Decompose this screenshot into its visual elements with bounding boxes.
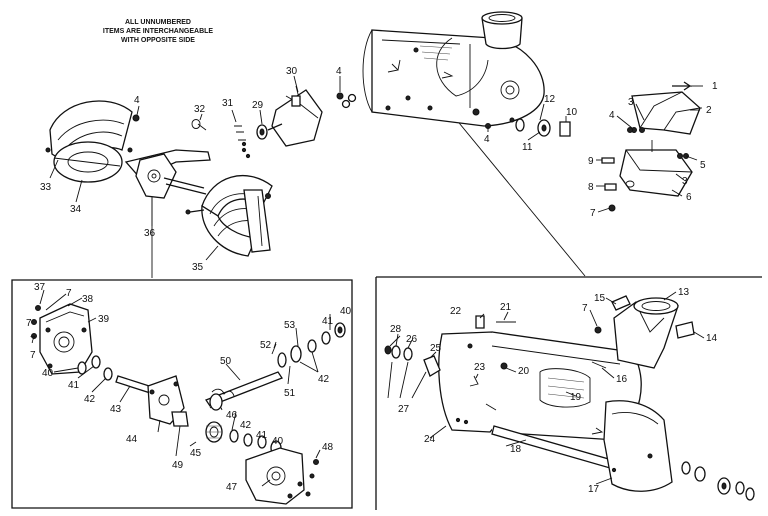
callout-19: 19 bbox=[570, 392, 582, 403]
callout-3: 3 bbox=[682, 176, 688, 187]
callout-42: 42 bbox=[240, 420, 252, 431]
callout-52: 52 bbox=[260, 340, 272, 351]
callout-18: 18 bbox=[510, 444, 522, 455]
callout-35: 35 bbox=[192, 262, 204, 273]
gear-assembly-inset bbox=[31, 303, 346, 505]
auger-housing bbox=[362, 11, 545, 127]
callout-21: 21 bbox=[500, 302, 512, 313]
impeller-assembly bbox=[191, 85, 323, 159]
callout-7: 7 bbox=[590, 208, 596, 219]
callout-42: 42 bbox=[318, 374, 330, 385]
callout-48: 48 bbox=[322, 442, 334, 453]
bearing-stack bbox=[515, 118, 571, 137]
note-line-2: ITEMS ARE INTERCHANGEABLE bbox=[103, 28, 214, 35]
housing-fastener-icon bbox=[387, 59, 401, 73]
callout-labels: 1 2 3 3 4 4 4 4 5 6 7 7 7 7 7 7 8 9 10 1… bbox=[26, 66, 718, 495]
leader-lines bbox=[39, 75, 705, 487]
callout-51: 51 bbox=[284, 388, 296, 399]
callout-43: 43 bbox=[110, 404, 122, 415]
callout-15: 15 bbox=[594, 293, 606, 304]
callout-40: 40 bbox=[42, 368, 54, 379]
callout-4: 4 bbox=[336, 66, 342, 77]
note-line-3: WITH OPPOSITE SIDE bbox=[121, 37, 195, 44]
callout-40: 40 bbox=[340, 306, 352, 317]
callout-4: 4 bbox=[134, 95, 140, 106]
chute-deflector-lower bbox=[601, 127, 693, 212]
chute-deflector-upper bbox=[631, 81, 701, 135]
callout-53: 53 bbox=[284, 320, 296, 331]
callout-12: 12 bbox=[544, 94, 556, 105]
callout-17: 17 bbox=[588, 484, 600, 495]
housing-assembly-inset bbox=[384, 295, 755, 501]
callout-37: 37 bbox=[34, 282, 46, 293]
callout-40: 40 bbox=[272, 436, 284, 447]
auger-blade bbox=[185, 175, 273, 257]
callout-29: 29 bbox=[252, 100, 264, 111]
callout-7: 7 bbox=[26, 318, 32, 329]
callout-38: 38 bbox=[82, 294, 94, 305]
note-line-1: ALL UNNUMBERED bbox=[125, 19, 191, 26]
callout-26: 26 bbox=[406, 334, 418, 345]
callout-27: 27 bbox=[398, 404, 410, 415]
callout-42: 42 bbox=[84, 394, 96, 405]
interchangeable-note: ALL UNNUMBERED ITEMS ARE INTERCHANGEABLE… bbox=[103, 19, 214, 44]
callout-1: 1 bbox=[712, 81, 718, 92]
gear-case-shaft bbox=[124, 149, 211, 199]
callout-7: 7 bbox=[582, 303, 588, 314]
callout-9: 9 bbox=[588, 156, 594, 167]
callout-44: 44 bbox=[126, 434, 138, 445]
callout-28: 28 bbox=[390, 324, 402, 335]
callout-41: 41 bbox=[322, 316, 334, 327]
callout-32: 32 bbox=[194, 104, 206, 115]
callout-34: 34 bbox=[70, 204, 82, 215]
callout-41: 41 bbox=[256, 430, 268, 441]
callout-23: 23 bbox=[474, 362, 486, 373]
auger-shield-left bbox=[45, 100, 133, 183]
callout-45: 45 bbox=[190, 448, 202, 459]
inset-frames bbox=[11, 276, 762, 510]
housing-bracket-icon bbox=[591, 427, 604, 435]
callout-33: 33 bbox=[40, 182, 52, 193]
arrow-icon bbox=[672, 81, 693, 91]
callout-49: 49 bbox=[172, 460, 184, 471]
callout-30: 30 bbox=[286, 66, 298, 77]
gear-assembly-frame bbox=[11, 279, 353, 509]
housing-assembly-frame bbox=[375, 276, 762, 510]
callout-6: 6 bbox=[686, 192, 692, 203]
callout-36: 36 bbox=[144, 228, 156, 239]
callout-4: 4 bbox=[484, 134, 490, 145]
callout-20: 20 bbox=[518, 366, 530, 377]
callout-16: 16 bbox=[616, 374, 628, 385]
callout-7: 7 bbox=[66, 288, 72, 299]
callout-50: 50 bbox=[220, 356, 232, 367]
callout-8: 8 bbox=[588, 182, 594, 193]
callout-14: 14 bbox=[706, 333, 718, 344]
callout-47: 47 bbox=[226, 482, 238, 493]
callout-31: 31 bbox=[222, 98, 234, 109]
callout-39: 39 bbox=[98, 314, 110, 325]
callout-41: 41 bbox=[68, 380, 80, 391]
callout-22: 22 bbox=[450, 306, 462, 317]
callout-13: 13 bbox=[678, 287, 690, 298]
callout-4: 4 bbox=[609, 110, 615, 121]
callout-7: 7 bbox=[30, 335, 36, 346]
callout-5: 5 bbox=[700, 160, 706, 171]
callout-25: 25 bbox=[430, 343, 442, 354]
callout-46: 46 bbox=[226, 410, 238, 421]
callout-11: 11 bbox=[522, 142, 533, 153]
callout-10: 10 bbox=[566, 107, 578, 118]
callout-2: 2 bbox=[706, 105, 712, 116]
callout-3: 3 bbox=[628, 97, 634, 108]
callout-7: 7 bbox=[30, 350, 36, 361]
callout-24: 24 bbox=[424, 434, 436, 445]
